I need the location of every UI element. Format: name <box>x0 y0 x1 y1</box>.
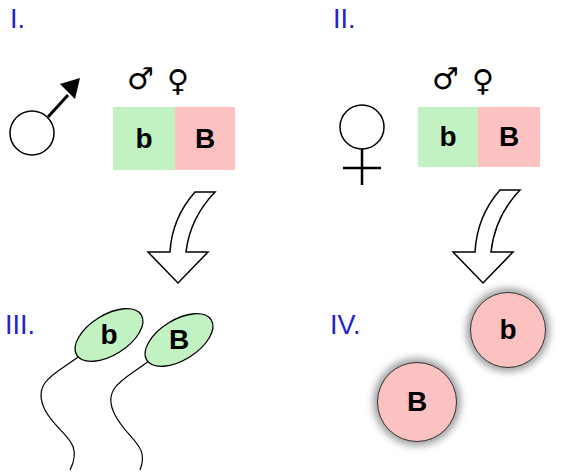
egg-cell: b <box>470 292 546 368</box>
allele-letter: B <box>499 123 519 151</box>
allele-box: b <box>418 107 478 167</box>
roman-numeral: IV. <box>330 312 361 339</box>
sperm-head: B <box>138 313 220 367</box>
roman-numeral: II. <box>333 6 356 33</box>
allele-box: b <box>113 107 175 170</box>
hollow-arrow <box>148 192 215 283</box>
allele-letter: B <box>195 125 215 153</box>
sex-symbol: ♂ <box>127 64 154 94</box>
allele-letter: b <box>135 125 152 153</box>
allele-letter: B <box>169 326 189 354</box>
roman-numeral: III. <box>5 312 35 339</box>
egg-cell: B <box>377 362 457 442</box>
allele-box: B <box>175 107 235 170</box>
sperm-head: b <box>68 308 150 362</box>
allele-letter: b <box>439 123 456 151</box>
sex-symbol: ♂ <box>432 64 459 94</box>
female-symbol <box>340 105 384 185</box>
sex-symbol: ♀ <box>167 66 189 96</box>
sperm-tail <box>41 354 82 470</box>
roman-numeral: I. <box>10 6 25 33</box>
sex-symbol: ♀ <box>472 66 494 96</box>
allele-box: B <box>478 107 540 167</box>
hollow-arrow <box>453 190 520 283</box>
allele-letter: b <box>100 321 117 349</box>
sperm-tail <box>111 360 150 470</box>
allele-letter: B <box>407 388 427 416</box>
allele-letter: b <box>499 316 516 344</box>
male-symbol <box>10 78 80 155</box>
